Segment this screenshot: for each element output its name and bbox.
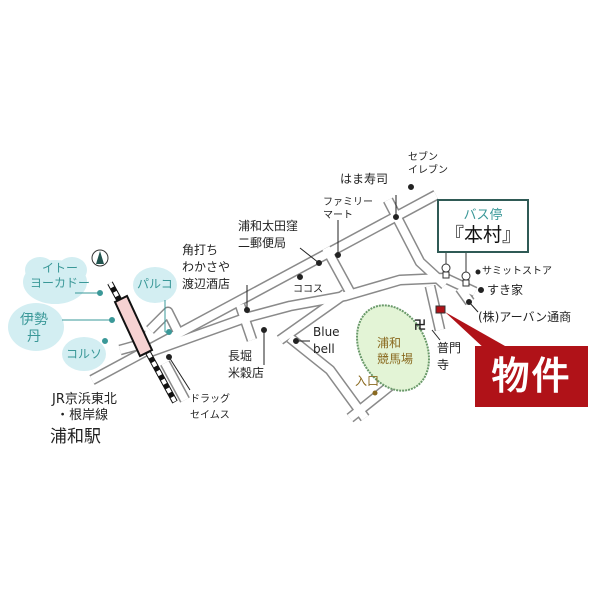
label: ドラッグ [190,394,230,405]
label: マート [323,210,353,221]
temple-icon: 卍 [414,318,427,332]
landmark-dots [166,184,484,391]
label-post-office: 浦和太田窪二郵便局 [238,218,298,252]
label: ・根岸線 [56,408,109,423]
label-hama-sushi: はま寿司 [340,172,389,186]
label: イレブン [408,165,448,176]
store-pointers [62,290,172,344]
bus-stop-box: バス停 『本村』 [437,199,529,253]
label-cocos: ココス [293,284,323,295]
label-sukiya: すき家 [487,283,524,297]
label-entrance: 入口 [355,374,380,388]
label: 競馬場 [377,352,414,366]
label: 寺 [437,358,450,372]
store-ito-yokado: イトーヨーカドー [30,261,90,291]
label-urban: (株)アーバン通商 [478,310,572,324]
label-racecourse: 浦和競馬場 [377,335,413,367]
label-bluebell: Blue bell [313,324,340,358]
property-pointer [445,312,505,350]
label-drugstore: ドラッグセイムス [190,392,230,424]
label: セブン [408,152,438,163]
bus-stop-title: バス停 [463,208,503,223]
property-label: 物件 [475,346,588,407]
label: 長堀 [228,349,253,363]
label: セイムス [190,410,230,421]
label-familymart: ファミリーマート [323,196,373,222]
label: ファミリー [323,197,373,208]
store-corso: コルソ [66,347,103,361]
label-seven-eleven: セブンイレブン [408,151,448,177]
label: ヨーカドー [30,276,91,290]
entrance-dot [372,390,378,396]
racecourse [356,304,430,392]
label: イトー [42,261,79,275]
label: 角打ち [182,243,219,257]
label: Blue [313,325,340,339]
label-summit: サミットストア [482,266,552,277]
label-jr-line: JR京浜東北 ・根岸線 [52,392,117,424]
store-parco: パルコ [137,277,173,291]
store-isetan: 伊勢丹 [20,312,48,346]
label: bell [313,342,335,356]
label-liquor-store: 角打ちわかさや渡辺酒店 [182,242,230,293]
label-temple: 普門寺 [437,340,461,374]
label: 浦和太田窪 [238,219,299,233]
label: 丹 [27,329,41,345]
store-clouds [8,257,177,371]
property-marker [435,305,446,314]
label: 普門 [437,341,462,355]
label: 二郵便局 [238,236,287,250]
label: わかさや [182,260,231,274]
label: 伊勢 [20,312,48,328]
station-building [113,294,154,358]
label-urawa-station: 浦和駅 [50,427,101,447]
label: 渡辺酒店 [182,277,231,291]
label: JR京浜東北 [52,392,117,407]
label: 米穀店 [228,366,265,380]
bus-stop-name: 『本村』 [444,224,521,246]
label-rice-shop: 長堀米穀店 [228,348,264,382]
label: 浦和 [377,336,402,350]
